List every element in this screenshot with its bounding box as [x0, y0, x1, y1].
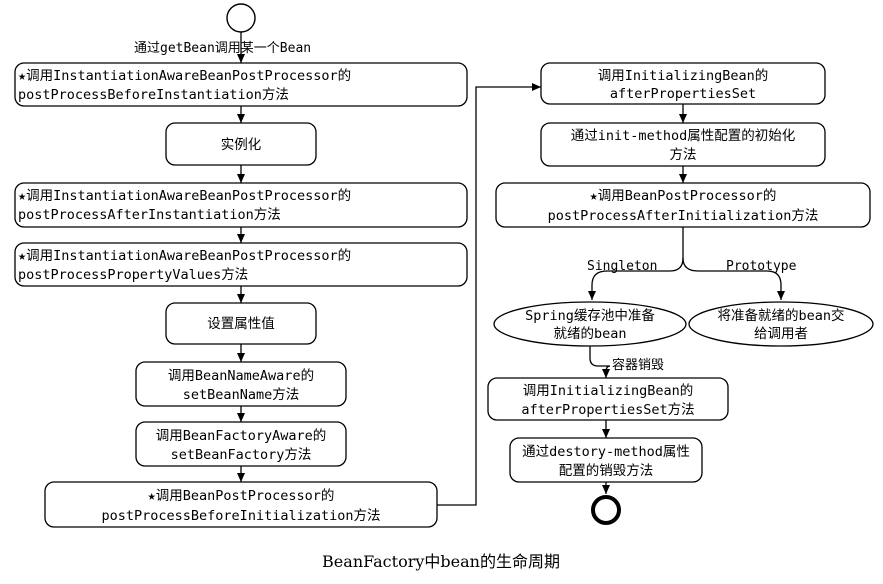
node-destroy-method	[509, 437, 703, 483]
edges	[237, 32, 785, 506]
bean-name-aware-line2: setBeanName方法	[183, 387, 299, 403]
bean-factory-aware-line1: 调用BeanFactoryAware的	[156, 428, 327, 444]
node-bean-name-aware	[135, 361, 347, 407]
node-labels: ★调用InstantiationAwareBeanPostProcessor的 …	[18, 68, 845, 524]
node-bean-factory-aware	[135, 421, 347, 467]
bpp-after-line2: postProcessAfterInitialization方法	[548, 208, 819, 224]
inst-aware-props-line2: postProcessPropertyValues方法	[18, 267, 248, 283]
node-bpp-after	[495, 182, 871, 228]
initializing-bean-line2: afterPropertiesSet	[610, 86, 756, 102]
destroy-method-line2: 配置的销毁方法	[559, 463, 654, 479]
edge-cache-to-disposable	[589, 346, 611, 378]
node-inst-aware-before	[14, 62, 468, 107]
end-node	[591, 495, 621, 525]
edge-label-destroy: 容器销毁	[612, 357, 664, 373]
bean-factory-aware-line2: setBeanFactory方法	[171, 447, 312, 463]
give-caller-line1: 将准备就绪的bean交	[717, 307, 844, 324]
diagram-caption: BeanFactory中bean的生命周期	[322, 552, 560, 571]
init-method-line2: 方法	[670, 147, 697, 163]
start-node	[226, 3, 256, 33]
edge-label-singleton: Singleton	[587, 259, 657, 274]
node-inst-aware-props	[14, 242, 468, 287]
node-init-method	[540, 122, 826, 167]
node-give-caller	[688, 301, 874, 347]
node-bpp-before	[44, 481, 438, 528]
edge-bpp-before-to-initializing-bean	[437, 83, 541, 506]
nodes	[14, 62, 874, 528]
node-instantiate	[165, 122, 317, 166]
set-props-label: 设置属性值	[207, 316, 275, 332]
inst-aware-before-line2: postProcessBeforeInstantiation方法	[18, 87, 289, 103]
bean-name-aware-line1: 调用BeanNameAware的	[168, 368, 314, 384]
edge-bpp-after-to-singleton	[588, 227, 684, 300]
inst-aware-after-line1: ★调用InstantiationAwareBeanPostProcessor的	[18, 188, 351, 204]
edge-bpp-after-to-prototype	[682, 257, 785, 300]
spring-cache-line2: 就绪的bean	[553, 326, 626, 342]
inst-aware-before-line1: ★调用InstantiationAwareBeanPostProcessor的	[18, 68, 351, 84]
inst-aware-after-line2: postProcessAfterInstantiation方法	[18, 207, 281, 223]
inst-aware-props-line1: ★调用InstantiationAwareBeanPostProcessor的	[18, 248, 351, 264]
give-caller-line2: 给调用者	[754, 326, 808, 342]
node-inst-aware-after	[14, 182, 468, 228]
bpp-before-line1: ★调用BeanPostProcessor的	[148, 488, 335, 504]
node-initializing-bean	[540, 62, 826, 105]
destroy-method-line1: 通过destory-method属性	[522, 444, 690, 460]
bpp-after-line1: ★调用BeanPostProcessor的	[590, 188, 777, 204]
initializing-bean-line1: 调用InitializingBean的	[598, 68, 769, 84]
init-method-line1: 通过init-method属性配置的初始化	[571, 127, 795, 144]
bpp-before-line2: postProcessBeforeInitialization方法	[102, 508, 381, 524]
node-set-props	[165, 302, 317, 345]
edge-label-get-bean: 通过getBean调用某一个Bean	[134, 41, 311, 56]
disposable-bean-line1: 调用InitializingBean的	[523, 383, 694, 399]
node-spring-cache	[493, 301, 687, 347]
disposable-bean-line2: afterPropertiesSet方法	[521, 402, 694, 418]
instantiate-label: 实例化	[221, 137, 262, 153]
node-disposable-bean	[487, 377, 729, 421]
edge-label-prototype: Prototype	[726, 259, 797, 274]
spring-cache-line1: Spring缓存池中准备	[525, 307, 655, 324]
